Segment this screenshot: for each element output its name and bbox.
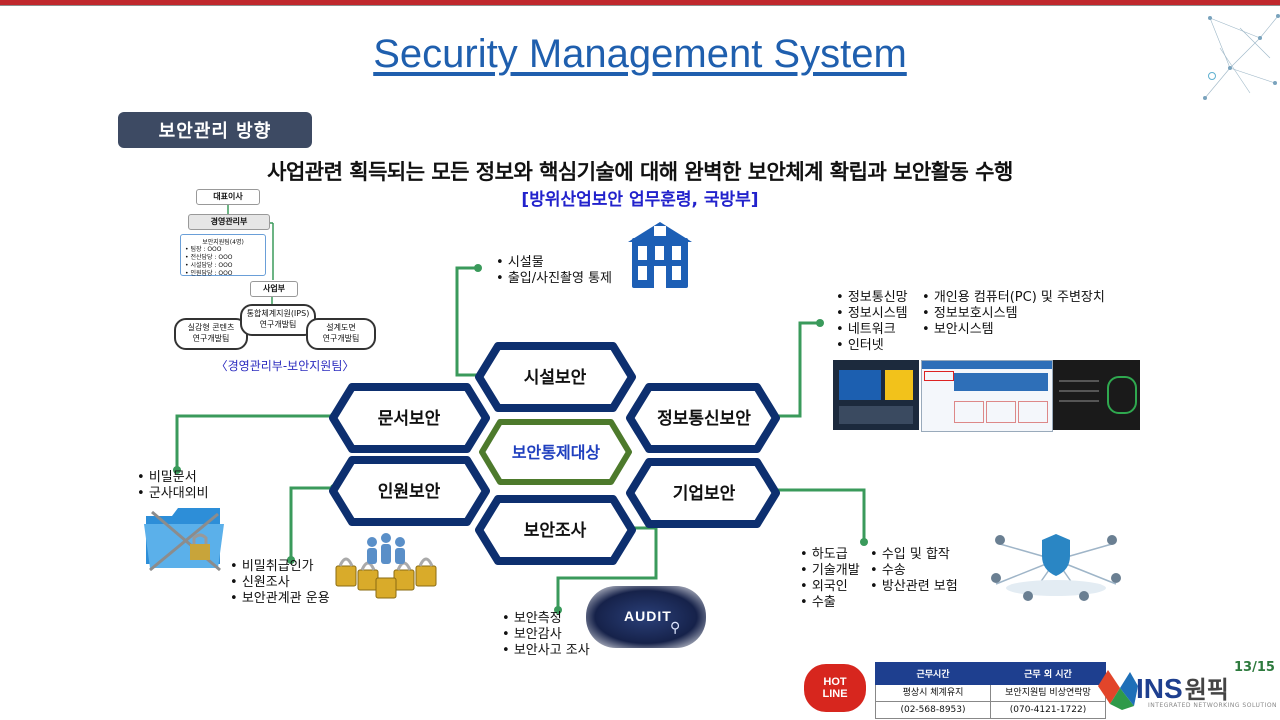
ins-logo-korean: 원픽 (1184, 677, 1229, 704)
software-screenshot-2 (921, 360, 1053, 432)
locked-folder-icon (144, 508, 224, 572)
hotline-cell: 보안지원팀 비상연락망 (990, 684, 1106, 702)
list-item: 군사대외비 (137, 486, 209, 502)
hex-personnel-label: 인원보안 (378, 482, 441, 502)
hotline-header-work: 근무시간 (875, 662, 991, 685)
personnel-list: 비밀취급인가 신원조사 보안관계관 운용 (230, 559, 330, 607)
org-support-member: • 팀장 : OOO (185, 246, 222, 253)
list-item: 정보시스템 (836, 306, 908, 322)
hex-center-label: 보안통제대상 (512, 443, 601, 462)
org-caption: 〈경영관리부-보안지원팀〉 (215, 359, 355, 373)
building-icon (628, 222, 692, 288)
ins-logo-mark-icon (1098, 670, 1138, 710)
magnifier-icon: ⚲ (670, 620, 681, 636)
org-mgmt: 경영관리부 (188, 214, 270, 230)
org-team-right: 설계도면 연구개발팀 (306, 318, 376, 350)
hex-infocomm (626, 383, 780, 453)
hex-corporate-label: 기업보안 (673, 484, 736, 504)
hex-infocomm-label: 정보통신보안 (657, 409, 751, 429)
hex-corporate (626, 458, 780, 528)
list-item: 정보통신망 (836, 290, 908, 306)
hex-facility (475, 342, 636, 412)
audit-list: 보안측정 보안감사 보안사고 조사 (502, 611, 590, 659)
hotline-badge: HOT LINE (822, 676, 848, 700)
corporate-list-1: 하도급 기술개발 외국인 수출 (800, 547, 860, 611)
list-item: 수송 (870, 563, 958, 579)
list-item: 비밀취급인가 (230, 559, 330, 575)
list-item: 인터넷 (836, 338, 908, 354)
list-item: 신원조사 (230, 575, 330, 591)
org-support-team: 보안지원팀(4명) • 팀장 : OOO • 전산담당 : OOO • 시설담당… (180, 234, 266, 277)
section-badge: 보안관리 방향 (118, 112, 312, 148)
list-item: 하도급 (800, 547, 860, 563)
list-item: 보안사고 조사 (502, 643, 590, 659)
headline: 사업관련 획득되는 모든 정보와 핵심기술에 대해 완벽한 보안체계 확립과 보… (267, 160, 1013, 184)
hex-document-label: 문서보안 (378, 409, 441, 429)
top-accent-line (0, 0, 1280, 6)
org-team-left: 실감형 콘텐츠 연구개발팀 (174, 318, 248, 350)
list-item: 외국인 (800, 579, 860, 595)
hex-personnel (329, 456, 490, 526)
hotline-cell: (070-4121-1722) (990, 701, 1106, 719)
hex-audit-label: 보안조사 (524, 521, 587, 541)
list-item: 정보보호시스템 (922, 306, 1105, 322)
list-item: 출입/사진촬영 통제 (496, 271, 612, 287)
org-chart: 대표이사 경영관리부 보안지원팀(4명) • 팀장 : OOO • 전산담당 :… (170, 186, 380, 356)
list-item: 수출 (800, 595, 860, 611)
software-screenshot-1 (833, 360, 919, 430)
org-support-member: • 시설담당 : OOO (185, 262, 233, 269)
padlocks-people-icon (335, 533, 437, 599)
list-item: 보안감사 (502, 627, 590, 643)
page-number: 13/15 (1234, 660, 1275, 675)
infocomm-list-1: 정보통신망 정보시스템 네트워크 인터넷 (836, 290, 908, 354)
list-item: 기술개발 (800, 563, 860, 579)
document-list: 비밀문서 군사대외비 (137, 470, 209, 502)
org-ceo: 대표이사 (196, 189, 260, 205)
audit-image: AUDIT ⚲ (586, 586, 706, 648)
hotline-cell: (02-568-8953) (875, 701, 991, 719)
hex-facility-label: 시설보안 (524, 368, 587, 388)
network-shield-icon (991, 534, 1121, 601)
hotline-header-offhours: 근무 외 시간 (990, 662, 1106, 685)
list-item: 네트워크 (836, 322, 908, 338)
hex-document (329, 383, 490, 453)
corporate-list-2: 수입 및 합작 수송 방산관련 보험 (870, 547, 958, 595)
ins-logo-name: INS (1136, 673, 1183, 704)
hotline-phone: HOT LINE (800, 660, 870, 716)
ins-logo-tagline: INTEGRATED NETWORKING SOLUTION (1148, 702, 1278, 709)
list-item: 수입 및 합작 (870, 547, 958, 563)
infocomm-list-2: 개인용 컴퓨터(PC) 및 주변장치 정보보호시스템 보안시스템 (922, 290, 1105, 338)
network-decoration-icon (1203, 14, 1280, 100)
audit-image-text: AUDIT (624, 608, 672, 624)
list-item: 보안시스템 (922, 322, 1105, 338)
org-support-member: • 인원담당 : OOO (185, 270, 233, 277)
org-business: 사업부 (250, 281, 298, 297)
list-item: 개인용 컴퓨터(PC) 및 주변장치 (922, 290, 1105, 306)
facility-list: 시설물 출입/사진촬영 통제 (496, 255, 612, 287)
hotline-table: 근무시간 근무 외 시간 평상시 체계유지 보안지원팀 비상연락망 (02-56… (875, 662, 1106, 719)
hotline-cell: 평상시 체계유지 (875, 684, 991, 702)
hex-audit (475, 495, 636, 565)
list-item: 방산관련 보험 (870, 579, 958, 595)
list-item: 비밀문서 (137, 470, 209, 486)
software-screenshot-3 (1053, 360, 1140, 430)
connector-lines (175, 266, 866, 610)
hex-center (479, 419, 632, 485)
list-item: 보안측정 (502, 611, 590, 627)
list-item: 시설물 (496, 255, 612, 271)
subheadline: [방위산업보안 업무훈령, 국방부] (521, 190, 759, 210)
slide-title: Security Management System (373, 32, 907, 76)
ins-logo: INS원픽 (1136, 670, 1229, 705)
org-support-team-title: 보안지원팀(4명) (202, 239, 244, 246)
list-item: 보안관계관 운용 (230, 591, 330, 607)
org-support-member: • 전산담당 : OOO (185, 254, 233, 261)
